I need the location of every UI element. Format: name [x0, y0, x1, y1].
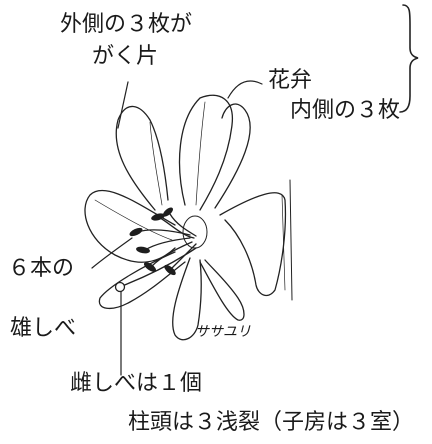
sepal-upper-left	[115, 105, 169, 211]
anther	[164, 264, 176, 276]
species-name: ササユリ	[195, 324, 251, 340]
pistil-label: 雌しべは１個	[70, 371, 203, 396]
stamen-leader-line	[91, 237, 133, 269]
petal-label-line1: 花弁	[268, 68, 313, 93]
stigma	[114, 281, 126, 293]
anther	[151, 213, 165, 221]
stamen-label-line2: 雄しべ	[10, 316, 77, 341]
sepal-left	[84, 189, 176, 263]
anther	[163, 207, 173, 217]
petal-upper	[178, 94, 234, 211]
sepal-label-line2: がく片	[92, 44, 159, 69]
anther	[129, 227, 143, 237]
petal-leader-line	[227, 80, 263, 99]
sepal-label-line1: 外側の３枚が	[60, 12, 193, 37]
anther	[136, 246, 150, 254]
petal-lower-left	[98, 251, 186, 309]
petal-right	[219, 192, 287, 297]
sepal-lower	[172, 257, 202, 341]
sepal-leader-line	[117, 81, 129, 129]
anther	[143, 262, 157, 272]
bracket	[399, 4, 419, 113]
petal-label-line2: 内側の３枚	[290, 98, 401, 123]
stigma-note: 柱頭は３浅裂（子房は３室）	[128, 410, 415, 435]
stamen-label-line1: ６本の	[8, 256, 75, 281]
sepal-upper-right	[214, 103, 251, 209]
